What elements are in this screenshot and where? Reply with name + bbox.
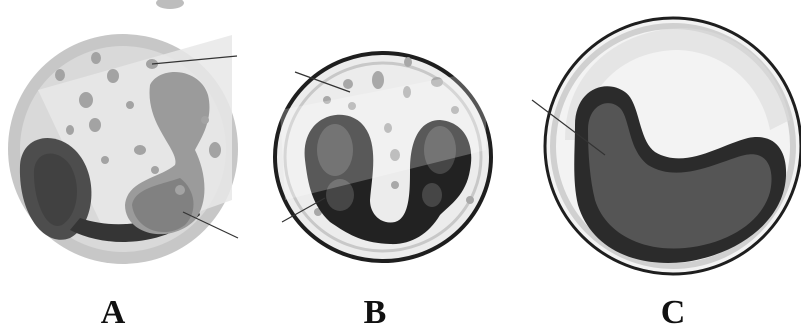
cell-a bbox=[8, 34, 238, 264]
cell-c bbox=[532, 18, 801, 274]
cell-b bbox=[275, 53, 491, 261]
top-smudge bbox=[156, 0, 184, 9]
